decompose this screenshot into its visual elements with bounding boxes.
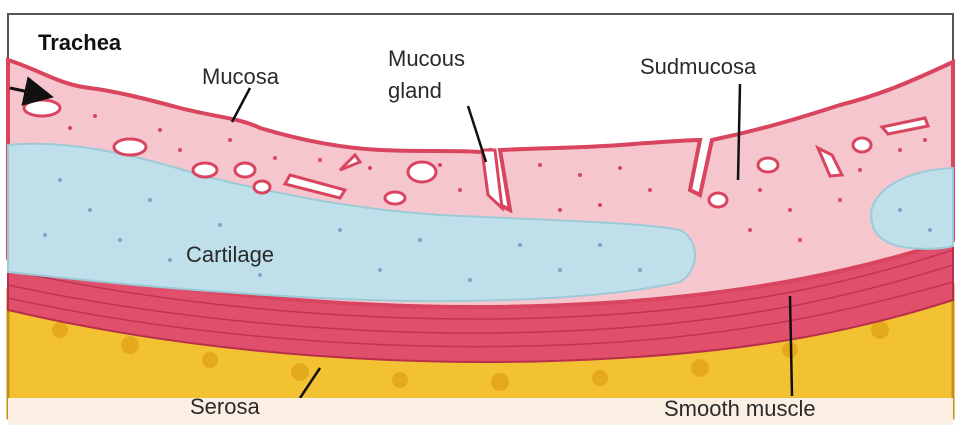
label-mucous-gland-line1: Mucous bbox=[388, 46, 465, 71]
label-mucosa: Mucosa bbox=[202, 64, 280, 89]
label-smooth-muscle: Smooth muscle bbox=[664, 396, 816, 421]
label-serosa: Serosa bbox=[190, 394, 260, 419]
label-cartilage: Cartilage bbox=[186, 242, 274, 267]
label-mucous-gland-line2: gland bbox=[388, 78, 442, 103]
label-submucosa: Sudmucosa bbox=[640, 54, 757, 79]
diagram-title: Trachea bbox=[38, 30, 122, 55]
